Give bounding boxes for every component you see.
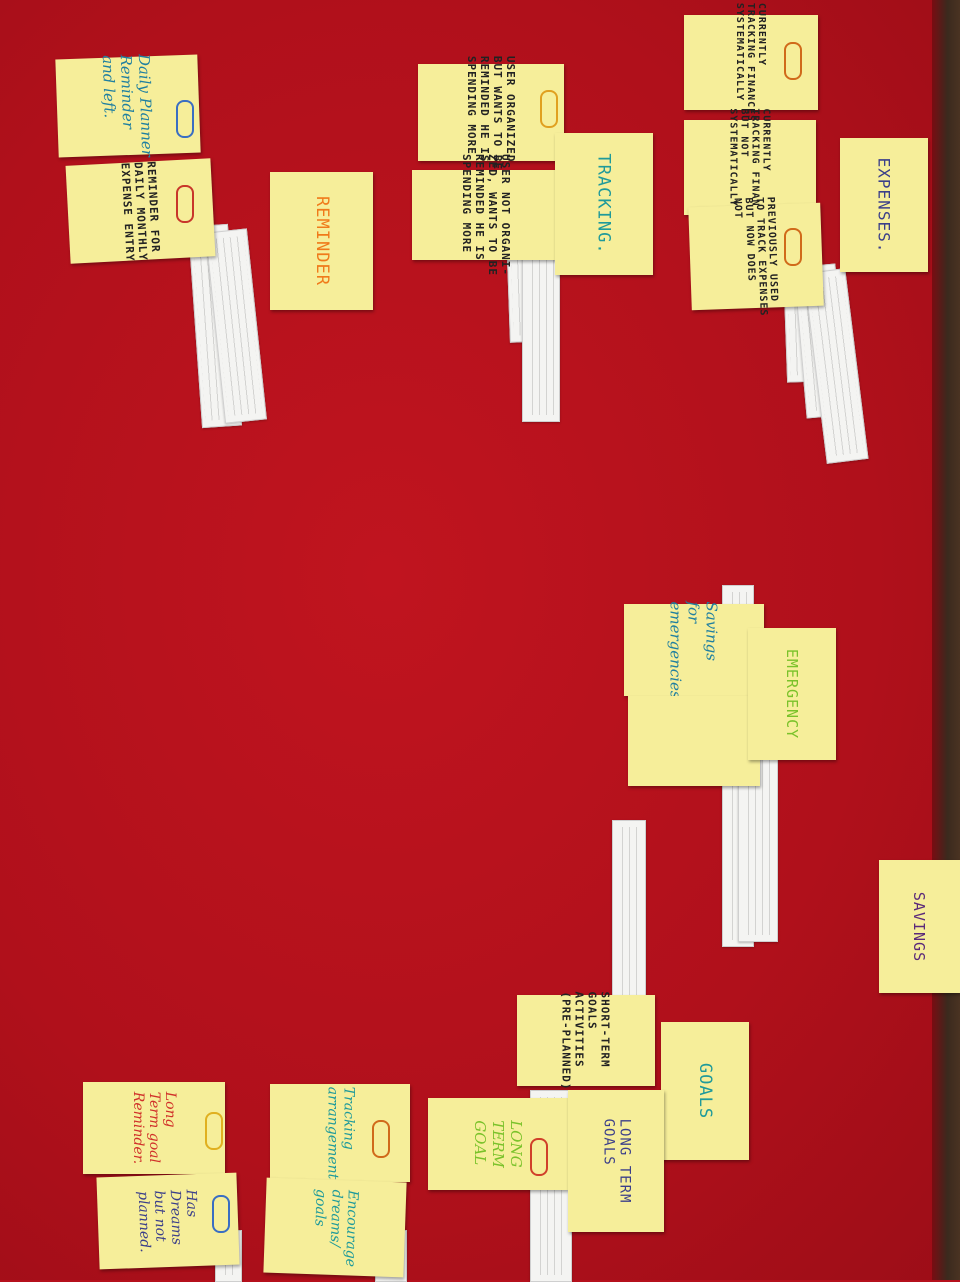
- note-text: LONG TERM GOAL: [470, 1120, 525, 1168]
- note-tracking-arrangement: Tracking arrangement: [270, 1084, 410, 1182]
- note-text: REMINDER FOR DAILY MONTHLY EXPENSE ENTRY: [118, 160, 163, 262]
- note-tracking-title: TRACKING.: [555, 133, 653, 275]
- paper-clip: [372, 1120, 390, 1158]
- note-currently-tracking-not: CURRENTLY TRACKING FINANCES BUT NOT SYST…: [684, 108, 816, 227]
- note-text: USER ORGANIZED BUT WANTS TO BE REMINDED …: [465, 55, 517, 170]
- paper-clip: [176, 100, 194, 138]
- note-text: Long Term goal Reminder.: [129, 1091, 178, 1165]
- note-encourage-dreams: Encourage dreams/ goals: [263, 1177, 407, 1278]
- note-text: Has Dreams but not planned.: [134, 1189, 200, 1253]
- note-user-not-organized: USER NOT ORGANI- ZED, WANTS TO BE REMIND…: [412, 154, 560, 276]
- paper-clip: [212, 1195, 230, 1233]
- note-text: GOALS: [695, 1062, 715, 1120]
- note-text: PREVIOUSLY USED TO TRACK EXPENSES BUT NO…: [731, 196, 780, 317]
- note-text: Daily Planner Reminder and left.: [99, 53, 157, 158]
- paper-clip: [176, 185, 194, 223]
- note-text: CURRENTLY TRACKING FINANCES SYSTEMATICAL…: [734, 2, 768, 123]
- note-goals-title: GOALS: [661, 1022, 749, 1160]
- wall-edge: [932, 0, 960, 1280]
- paper-clip: [530, 1138, 548, 1176]
- note-text: Encourage dreams/ goals: [311, 1188, 361, 1267]
- paper-clip: [784, 228, 802, 266]
- note-text: SAVINGS: [910, 891, 929, 962]
- paper-clip: [540, 90, 558, 128]
- note-savings-emergencies: Savings for emergencies: [624, 601, 764, 699]
- note-text: EMERGENCY: [783, 648, 801, 740]
- note-text: REMINDER: [311, 196, 332, 286]
- note-long-term-goals-title: LONG TERM GOALS: [568, 1090, 664, 1232]
- note-savings-title: SAVINGS: [879, 860, 960, 993]
- note-blank-handwritten: [628, 696, 760, 786]
- note-expenses-title: EXPENSES.: [840, 138, 928, 272]
- note-text: EXPENSES.: [874, 157, 894, 253]
- note-text: Savings for emergencies: [667, 601, 721, 699]
- note-text: Tracking arrangement: [323, 1086, 356, 1180]
- note-long-term-reminder: Long Term goal Reminder.: [83, 1082, 225, 1174]
- note-reminder-title: REMINDER: [270, 172, 373, 310]
- note-previously-used: PREVIOUSLY USED TO TRACK EXPENSES BUT NO…: [688, 196, 824, 316]
- note-text: LONG TERM GOALS: [599, 1118, 632, 1204]
- note-user-organized: USER ORGANIZED BUT WANTS TO BE REMINDED …: [418, 55, 564, 170]
- paper-clip: [205, 1112, 223, 1150]
- note-text: TRACKING.: [594, 153, 614, 255]
- note-currently-tracking-systematically: CURRENTLY TRACKING FINANCES SYSTEMATICAL…: [684, 3, 818, 122]
- note-text: SHORT-TERM GOALS ACTIVITIES (PRE-PLANNED…: [560, 990, 612, 1091]
- paper-clip: [784, 42, 802, 80]
- note-text: USER NOT ORGANI- ZED, WANTS TO BE REMIND…: [460, 154, 512, 276]
- note-short-term-goals: SHORT-TERM GOALS ACTIVITIES (PRE-PLANNED…: [517, 991, 655, 1090]
- note-emergency-title: EMERGENCY: [748, 628, 836, 760]
- quote-strip: [612, 820, 646, 1022]
- quote-strip: [522, 240, 560, 422]
